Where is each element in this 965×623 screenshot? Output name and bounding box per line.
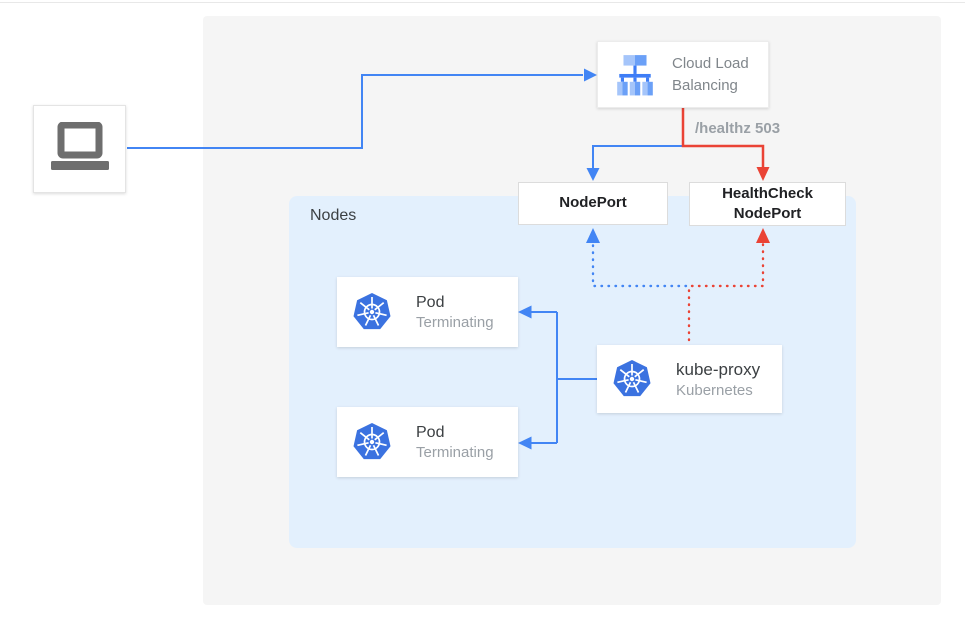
pod-node-1: Pod Terminating xyxy=(337,277,518,347)
load-balancer-icon xyxy=(617,54,653,95)
healthz-edge-label: /healthz 503 xyxy=(695,120,781,137)
nodeport-node: NodePort xyxy=(518,182,668,225)
kube-proxy-title: kube-proxy xyxy=(676,359,761,379)
kube-proxy-node: kube-proxy Kubernetes xyxy=(597,345,782,413)
client-node xyxy=(33,105,126,193)
pod-status: Terminating xyxy=(416,443,494,461)
pod-node-2: Pod Terminating xyxy=(337,407,518,477)
pod-title: Pod xyxy=(416,293,445,311)
top-divider xyxy=(0,2,965,3)
pod-status: Terminating xyxy=(416,313,494,331)
kubernetes-icon xyxy=(613,360,651,397)
pod-title: Pod xyxy=(416,423,445,441)
kubernetes-icon xyxy=(353,423,391,460)
laptop-icon xyxy=(50,122,109,170)
kube-proxy-subtitle: Kubernetes xyxy=(676,381,753,399)
nodes-label: Nodes xyxy=(310,207,357,224)
cloud-load-balancing-label: Cloud Load Balancing xyxy=(672,54,749,94)
kubernetes-icon xyxy=(353,293,391,330)
healthcheck-nodeport-node: HealthCheck NodePort xyxy=(689,182,846,226)
cloud-load-balancing-node: Cloud Load Balancing xyxy=(597,41,769,108)
